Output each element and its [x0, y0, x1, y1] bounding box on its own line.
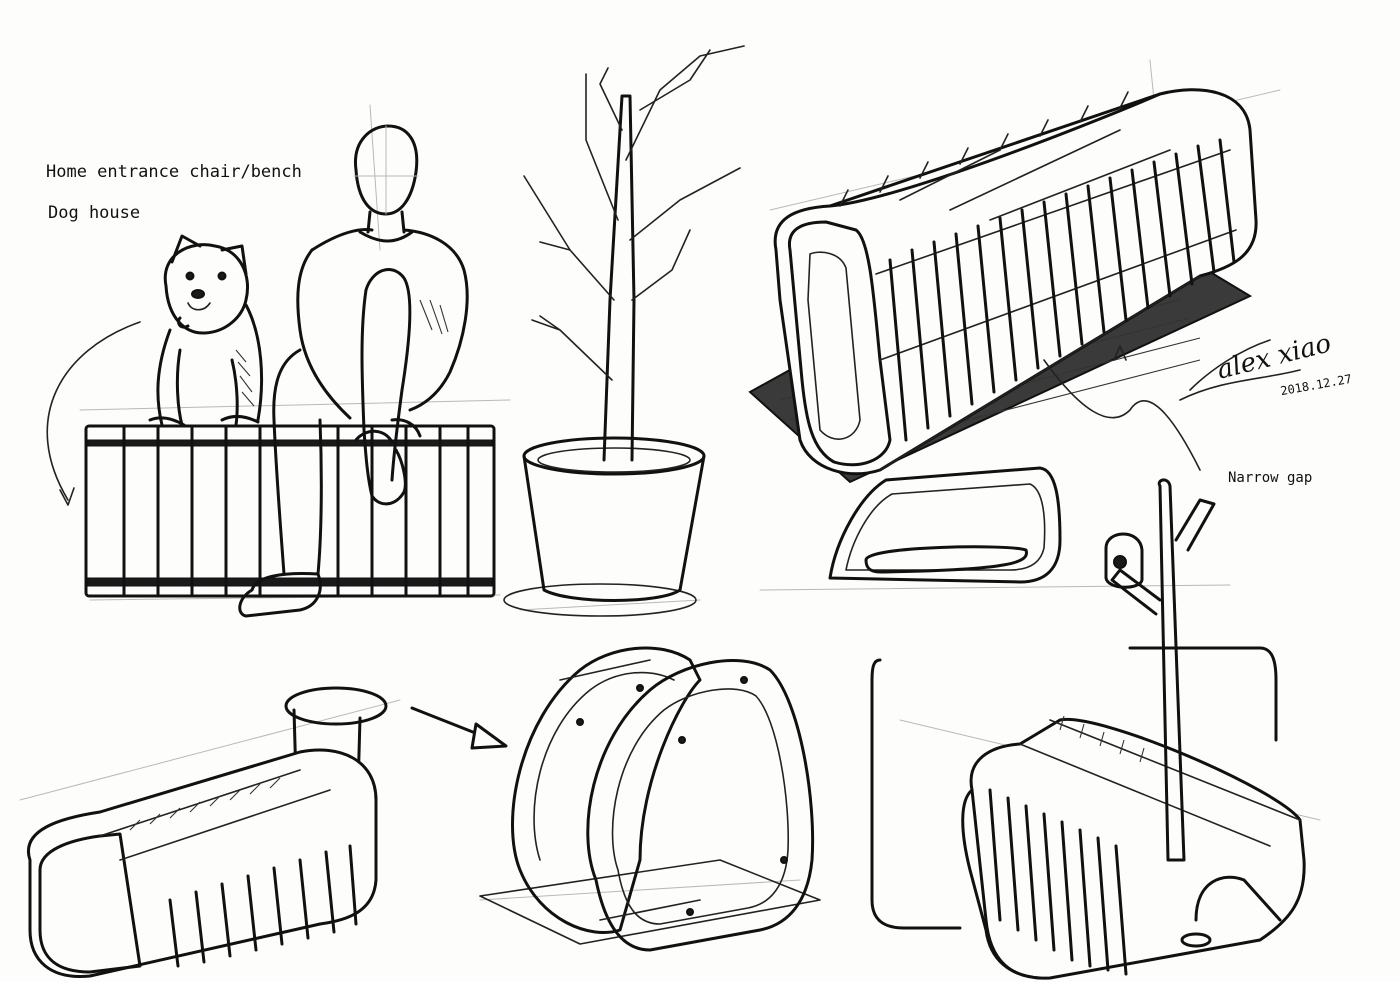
doghouse-top-ridges — [839, 91, 1129, 207]
doghouse-with-table — [26, 686, 388, 978]
transition-arrow — [410, 706, 508, 750]
signature-flourish — [1179, 339, 1301, 401]
annotation-arrow-curve — [46, 321, 141, 506]
doghouse-main-sketch — [748, 88, 1258, 584]
label-home-entrance: Home entrance chair/bench — [46, 162, 302, 182]
seated-person — [238, 124, 469, 618]
label-narrow-gap: Narrow gap — [1228, 470, 1313, 486]
label-dog-house: Dog house — [48, 203, 141, 223]
slatted-bench — [84, 424, 496, 598]
doghouse-slats — [888, 138, 1236, 442]
dog-drawing — [148, 234, 264, 427]
d-frame-bench — [479, 646, 821, 952]
potted-tree — [503, 45, 745, 617]
doghouse-with-coat-tree — [870, 478, 1306, 980]
